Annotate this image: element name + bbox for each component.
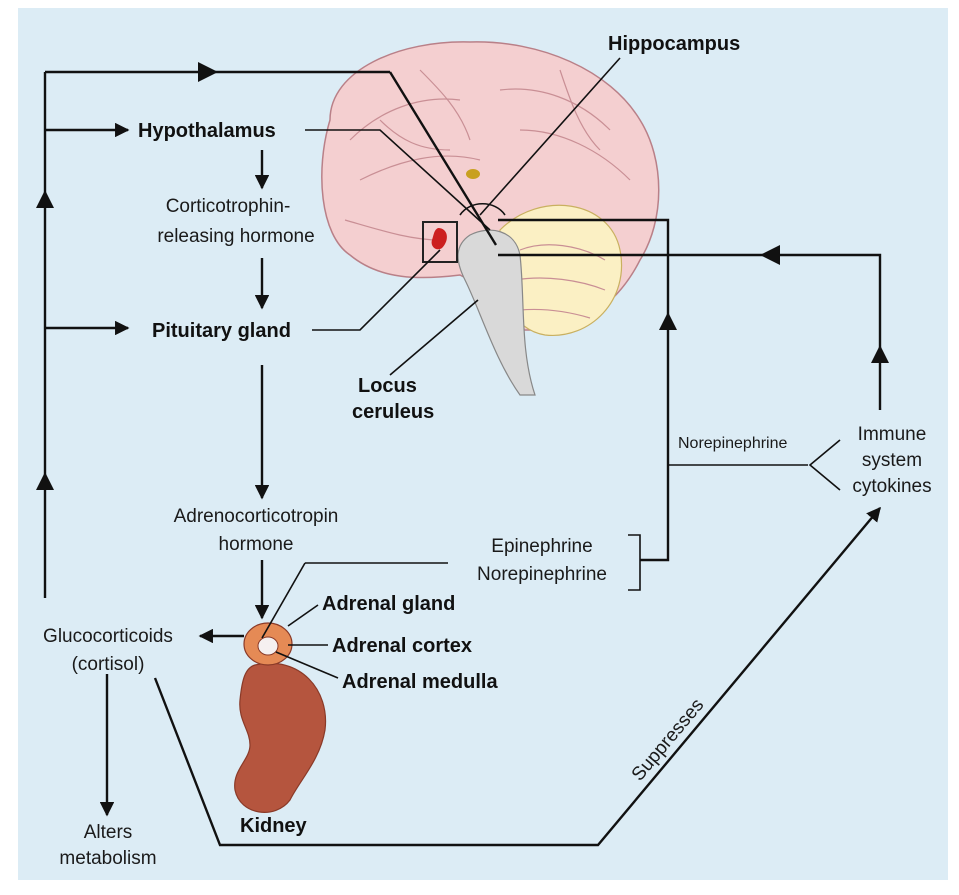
immune-label-line1: Immune (858, 424, 927, 445)
locus-ceruleus-label-line1: Locus (358, 375, 417, 397)
alters-metabolism-label-line2: metabolism (59, 848, 156, 869)
norepinephrine-label: Norepinephrine (678, 435, 788, 452)
immune-label-line3: cytokines (852, 476, 931, 497)
hippocampus-marker (466, 169, 480, 179)
locus-ceruleus-label-line2: ceruleus (352, 401, 434, 423)
adrenal-gland-label: Adrenal gland (322, 593, 455, 615)
epinephrine-label: Epinephrine (491, 536, 592, 557)
acth-label-line2: hormone (219, 534, 294, 555)
hypothalamus-label: Hypothalamus (138, 120, 276, 142)
adrenal-medulla-shape (258, 637, 278, 655)
alters-metabolism-label-line1: Alters (84, 822, 133, 843)
adrenal-cortex-label: Adrenal cortex (332, 635, 472, 657)
glucocorticoids-label-line2: (cortisol) (72, 654, 145, 675)
hippocampus-label: Hippocampus (608, 33, 740, 55)
acth-label-line1: Adrenocorticotropin (174, 506, 339, 527)
immune-label-line2: system (862, 450, 922, 471)
crh-label-line1: Corticotrophin- (166, 196, 291, 217)
norepinephrine-adrenal-label: Norepinephrine (477, 564, 607, 585)
glucocorticoids-label-line1: Glucocorticoids (43, 626, 173, 647)
pituitary-label: Pituitary gland (152, 320, 291, 342)
crh-label-line2: releasing hormone (157, 226, 314, 247)
adrenal-medulla-label: Adrenal medulla (342, 671, 498, 693)
kidney-label: Kidney (240, 815, 308, 837)
